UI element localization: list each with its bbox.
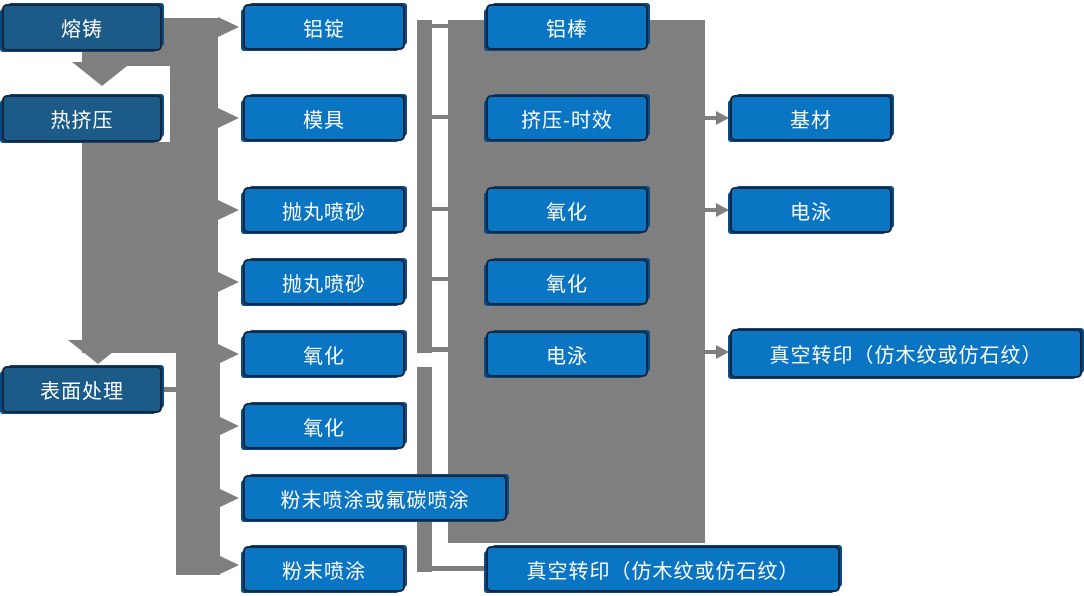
to-aluminum-ingot-arrow-icon xyxy=(218,17,239,37)
node-oxidation-col3-b: 氧化 xyxy=(486,259,648,305)
node-label-aluminum-ingot: 铝锭 xyxy=(303,18,345,41)
node-surface-treatment: 表面处理 xyxy=(2,366,162,413)
to-mold-arrow-icon xyxy=(218,108,239,128)
node-label-vacuum-transfer-right: 真空转印（仿木纹或仿石纹） xyxy=(769,345,1043,367)
node-label-hot-extrusion: 热挤压 xyxy=(50,110,114,132)
to-oxidation-col2-a-arrow-icon xyxy=(218,344,239,364)
to-vacuum-transfer-right-arrow-icon xyxy=(716,345,729,359)
connector-collector-stub-4 xyxy=(432,277,449,281)
connector-collector-bar-upper xyxy=(417,20,432,353)
node-label-shot-blast-sandblast-1: 抛丸喷砂 xyxy=(282,201,366,224)
connector-bottom-connector-line xyxy=(432,566,487,571)
node-label-vacuum-transfer-bottom: 真空转印（仿木纹或仿石纹） xyxy=(526,560,800,583)
connector-collector-stub-2 xyxy=(432,115,449,119)
node-aluminum-rod: 铝棒 xyxy=(486,4,648,50)
node-oxidation-col2-a: 氧化 xyxy=(243,331,405,377)
node-label-oxidation-col2-b: 氧化 xyxy=(303,417,345,440)
to-shot-blast-2-arrow-icon xyxy=(218,272,239,292)
node-vacuum-transfer-right: 真空转印（仿木纹或仿石纹） xyxy=(730,329,1082,378)
connector-small-arrow-stem-1 xyxy=(705,116,717,120)
connector-trunk-lower-block xyxy=(82,142,218,353)
to-powder-or-fluorocarbon-arrow-icon xyxy=(218,488,239,508)
node-oxidation-col3-a: 氧化 xyxy=(486,187,648,233)
node-label-shot-blast-sandblast-2: 抛丸喷砂 xyxy=(282,273,366,296)
to-oxidation-col2-b-arrow-icon xyxy=(218,416,239,436)
node-extrusion-aging: 挤压-时效 xyxy=(486,95,648,141)
connector-collector-stub-5 xyxy=(432,347,449,352)
melt-casting-to-hot-extrusion-arrow-icon xyxy=(72,62,132,86)
node-shot-blast-sandblast-1: 抛丸喷砂 xyxy=(243,187,405,233)
node-base-material: 基材 xyxy=(730,95,892,141)
node-label-oxidation-col3-a: 氧化 xyxy=(546,201,588,224)
connector-small-arrow-stem-3 xyxy=(705,350,717,354)
node-melt-casting: 熔铸 xyxy=(2,4,162,51)
node-label-aluminum-rod: 铝棒 xyxy=(546,18,588,41)
node-oxidation-col2-b: 氧化 xyxy=(243,403,405,449)
connector-collector-stub-3 xyxy=(432,207,449,211)
to-base-material-arrow-icon xyxy=(716,111,729,125)
node-powder-coating: 粉末喷涂 xyxy=(243,546,405,592)
node-label-powder-or-fluorocarbon: 粉末喷涂或氟碳喷涂 xyxy=(280,489,470,512)
node-vacuum-transfer-bottom: 真空转印（仿木纹或仿石纹） xyxy=(486,546,840,592)
node-mold: 模具 xyxy=(243,95,405,141)
node-label-surface-treatment: 表面处理 xyxy=(40,381,124,403)
node-aluminum-ingot: 铝锭 xyxy=(243,4,405,50)
node-label-extrusion-aging: 挤压-时效 xyxy=(521,109,613,132)
node-label-base-material: 基材 xyxy=(790,109,832,132)
node-label-electrophoresis-col4: 电泳 xyxy=(790,201,832,224)
node-electrophoresis-col4: 电泳 xyxy=(730,187,892,233)
connector-surface-branch-bar xyxy=(176,353,220,575)
connector-collector-stub-1 xyxy=(432,24,449,28)
node-label-mold: 模具 xyxy=(303,109,345,132)
node-shot-blast-sandblast-2: 抛丸喷砂 xyxy=(243,259,405,305)
to-shot-blast-1-arrow-icon xyxy=(218,200,239,220)
connector-collector-bar-lower xyxy=(417,367,432,572)
node-electrophoresis-col3: 电泳 xyxy=(486,331,648,377)
node-label-electrophoresis-col3: 电泳 xyxy=(546,345,588,368)
connector-small-arrow-stem-2 xyxy=(705,208,717,212)
to-electrophoresis-col4-arrow-icon xyxy=(716,203,729,217)
node-label-oxidation-col3-b: 氧化 xyxy=(546,273,588,296)
node-label-oxidation-col2-a: 氧化 xyxy=(303,345,345,368)
block-to-surface-treatment-arrow-icon xyxy=(68,340,128,364)
connector-surface-treatment-stub xyxy=(162,387,178,392)
to-powder-coating-arrow-icon xyxy=(218,555,239,575)
node-hot-extrusion: 热挤压 xyxy=(2,95,162,142)
node-powder-or-fluorocarbon: 粉末喷涂或氟碳喷涂 xyxy=(243,475,507,521)
node-label-powder-coating: 粉末喷涂 xyxy=(282,560,366,583)
node-label-melt-casting: 熔铸 xyxy=(61,19,103,41)
